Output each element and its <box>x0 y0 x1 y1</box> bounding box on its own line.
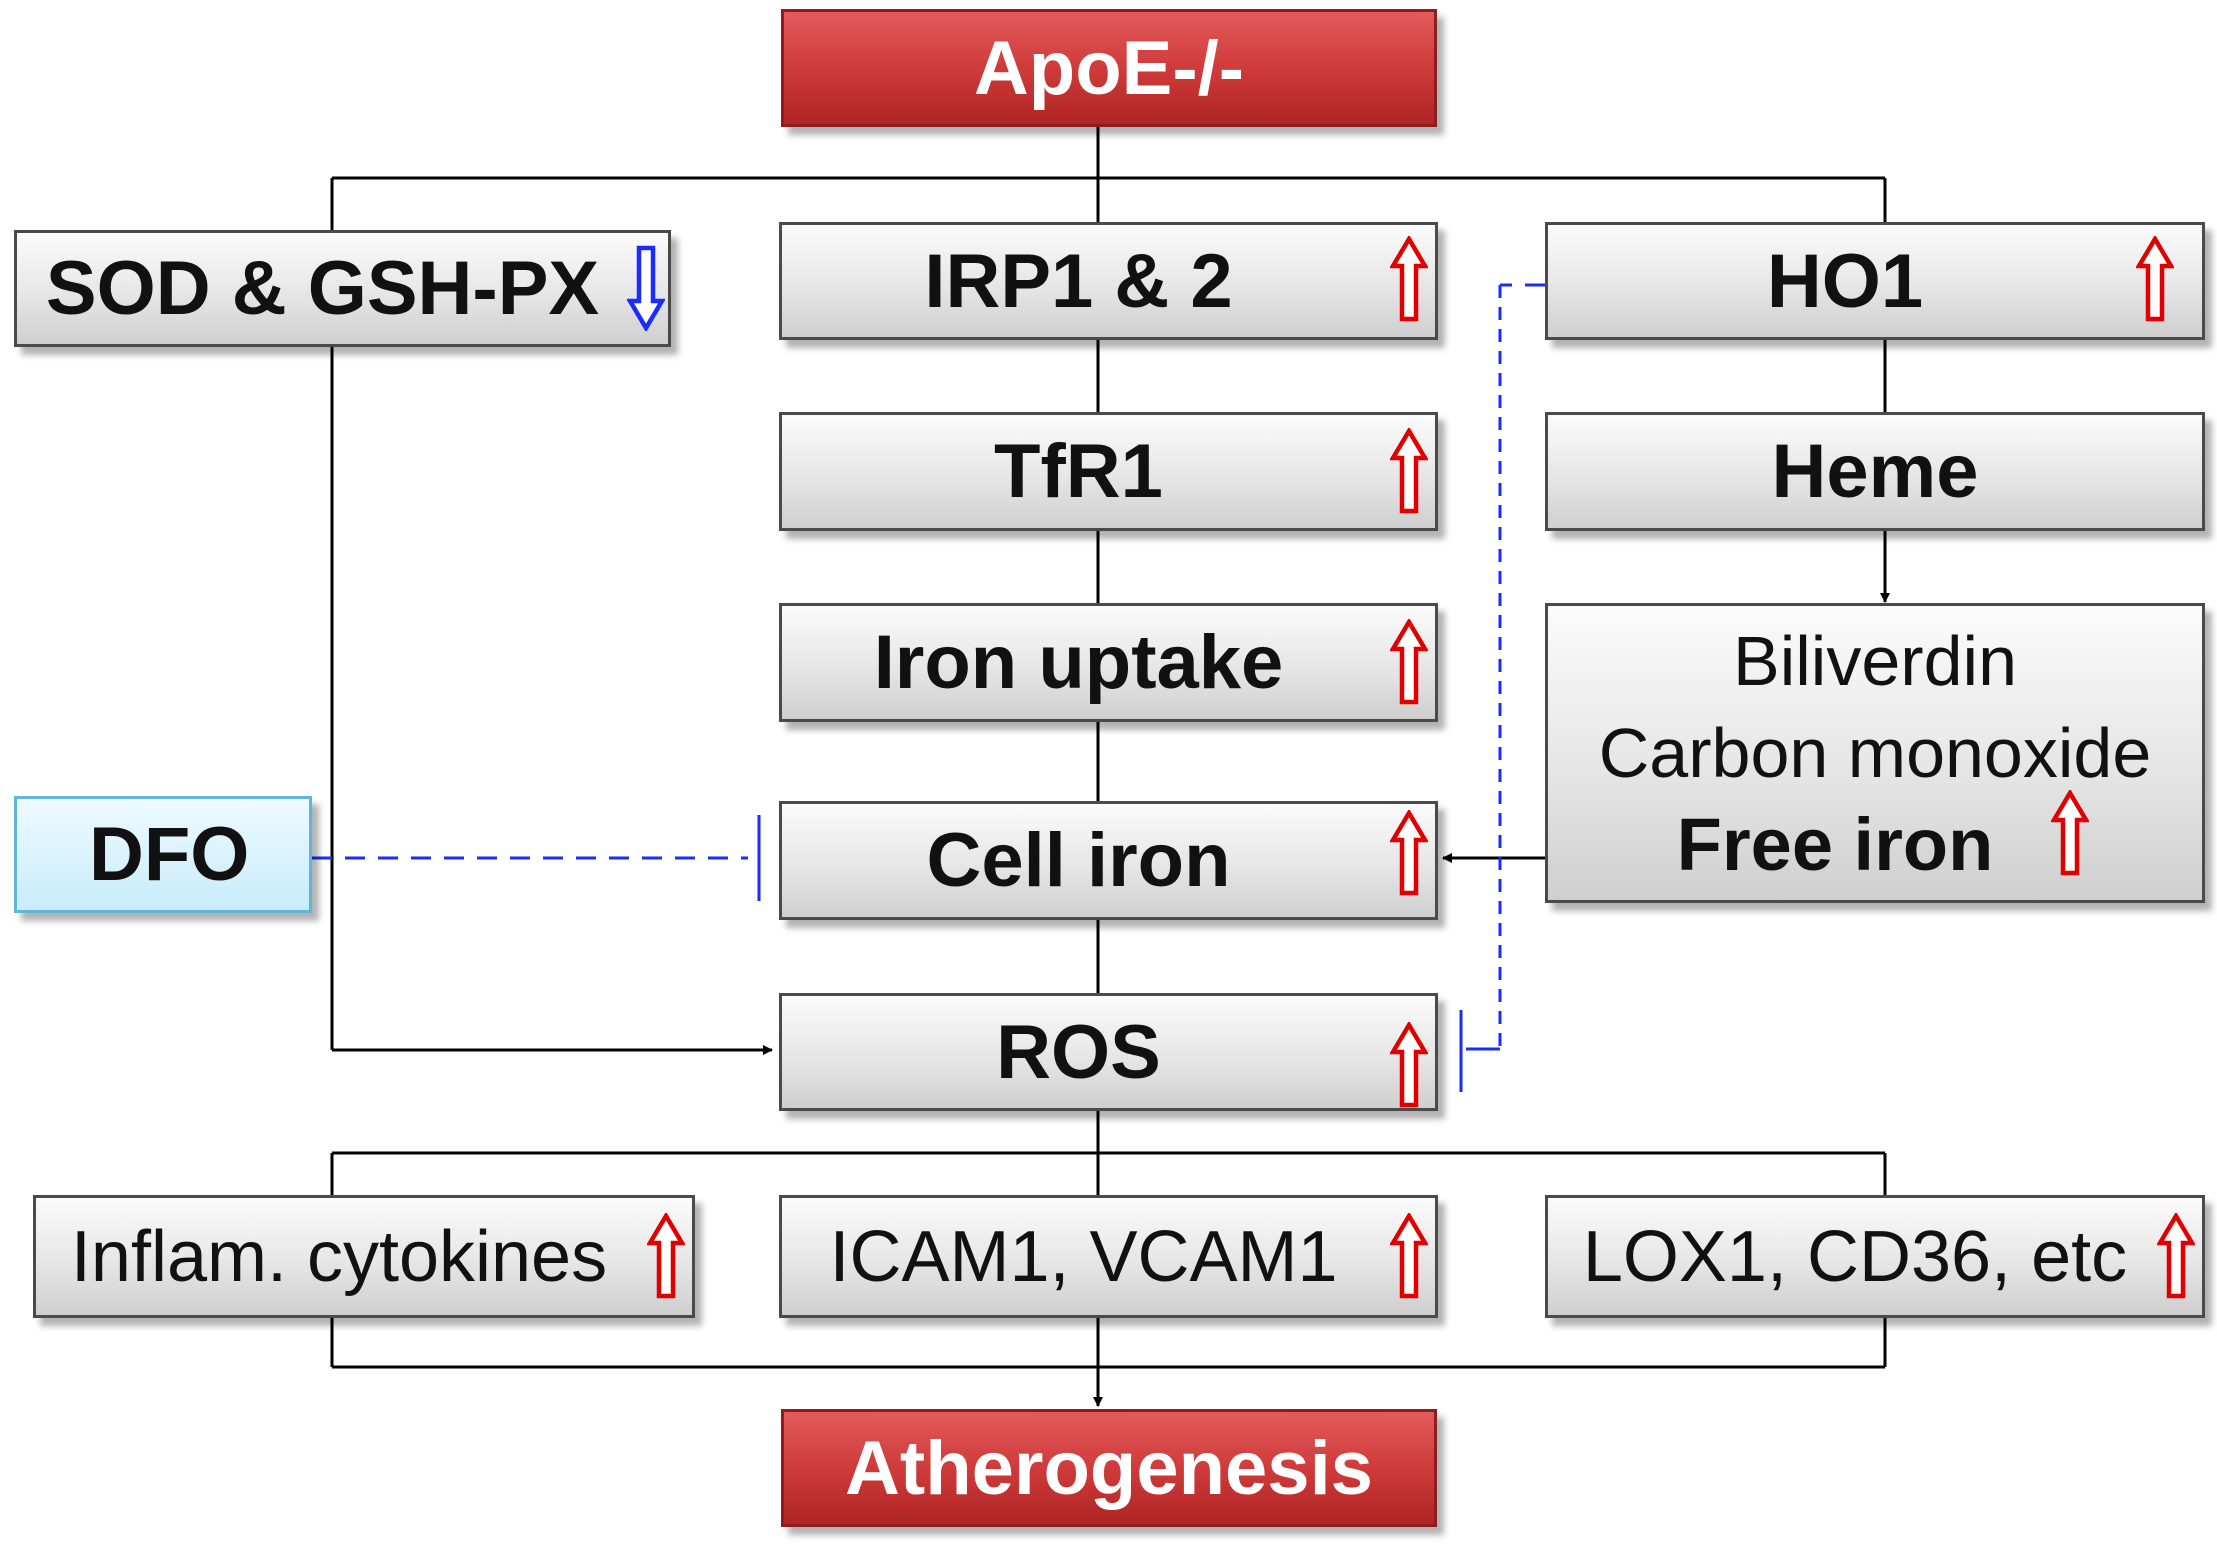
icam-vcam-label: ICAM1, VCAM1 <box>829 1216 1338 1297</box>
free-iron-label: Free iron <box>1676 803 1994 886</box>
inflam-cytokines-label: Inflam. cytokines <box>70 1216 608 1297</box>
lox-cd36-box: LOX1, CD36, etc <box>1545 1195 2205 1318</box>
sod-decrease-arrow-icon <box>627 245 665 331</box>
sod-gsh-px-label: SOD & GSH-PX <box>45 246 600 331</box>
inflam-cytokines-box: Inflam. cytokines <box>33 1195 695 1318</box>
ho1-box: HO1 <box>1545 222 2205 340</box>
cell-iron-box: Cell iron <box>779 801 1438 920</box>
ho1-label: HO1 <box>1766 238 1924 324</box>
free-iron-increase-arrow-icon <box>2051 790 2089 876</box>
icam-increase-arrow-icon <box>1390 1213 1428 1299</box>
heme-label: Heme <box>1771 429 1979 514</box>
dfo-label: DFO <box>89 812 250 897</box>
heme-products-box: Biliverdin Carbon monoxide Free iron <box>1545 603 2205 903</box>
lox-increase-arrow-icon <box>2157 1213 2195 1299</box>
ros-increase-arrow-icon <box>1390 1022 1428 1108</box>
cell-iron-label: Cell iron <box>926 818 1231 903</box>
tfr1-box: TfR1 <box>779 412 1438 531</box>
icam-vcam-box: ICAM1, VCAM1 <box>779 1195 1438 1318</box>
atherogenesis-box: Atherogenesis <box>781 1409 1437 1527</box>
sod-gsh-px-box: SOD & GSH-PX <box>14 230 671 347</box>
dfo-box: DFO <box>14 796 312 913</box>
heme-box: Heme <box>1545 412 2205 531</box>
iron-uptake-increase-arrow-icon <box>1390 619 1428 705</box>
biliverdin-label: Biliverdin <box>1733 622 2017 700</box>
iron-uptake-box: Iron uptake <box>779 603 1438 722</box>
carbon-monoxide-label: Carbon monoxide <box>1598 714 2152 792</box>
ho1-increase-arrow-icon <box>2136 236 2174 322</box>
irp-box: IRP1 & 2 <box>779 222 1438 340</box>
cell-iron-increase-arrow-icon <box>1390 810 1428 896</box>
irp-label: IRP1 & 2 <box>924 238 1233 324</box>
apoe-box: ApoE-/- <box>781 9 1437 127</box>
iron-uptake-label: Iron uptake <box>873 620 1284 705</box>
ros-box: ROS <box>779 993 1438 1111</box>
irp-increase-arrow-icon <box>1390 236 1428 322</box>
tfr1-increase-arrow-icon <box>1390 428 1428 514</box>
inflam-increase-arrow-icon <box>647 1213 685 1299</box>
lox-cd36-label: LOX1, CD36, etc <box>1582 1216 2128 1297</box>
atherogenesis-label: Atherogenesis <box>845 1425 1373 1511</box>
apoe-label: ApoE-/- <box>973 25 1245 111</box>
ros-label: ROS <box>996 1009 1161 1095</box>
tfr1-label: TfR1 <box>994 429 1163 514</box>
